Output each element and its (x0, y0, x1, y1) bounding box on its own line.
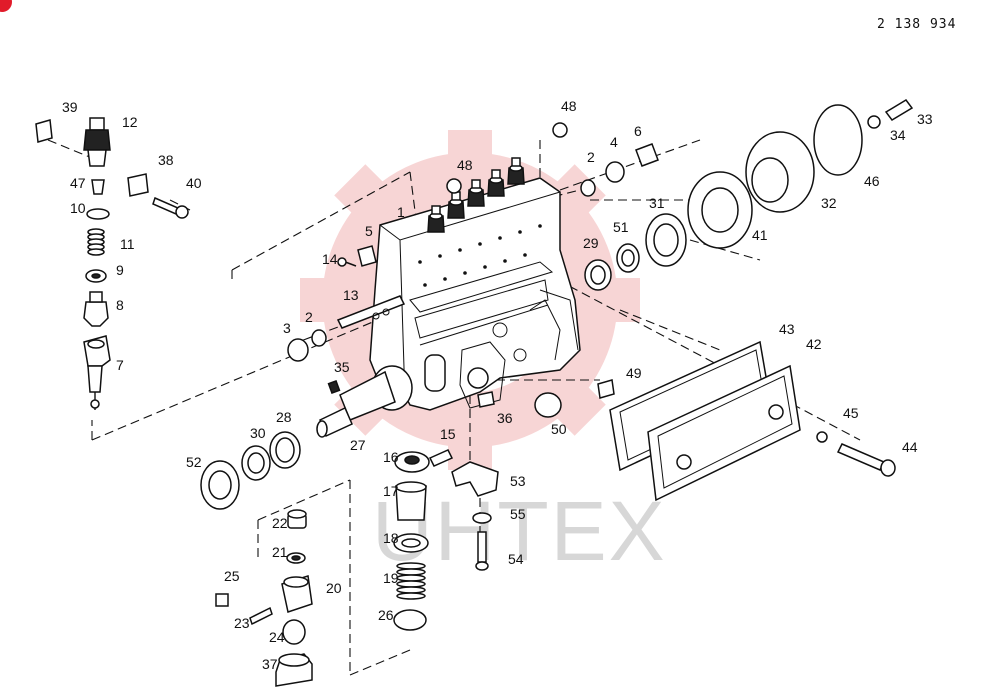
part-label-30: 30 (250, 425, 266, 441)
rear-cover-parts (580, 99, 914, 291)
part-label-50: 50 (551, 421, 567, 437)
part-label-29: 29 (583, 235, 599, 251)
part-label-55: 55 (510, 506, 526, 522)
part-label-19: 19 (383, 570, 399, 586)
part-label-15: 15 (440, 426, 456, 442)
part-label-53: 53 (510, 473, 526, 489)
part-label-41: 41 (752, 227, 768, 243)
part-label-31: 31 (649, 195, 665, 211)
corner-logo-mark (0, 0, 12, 12)
part-label-8: 8 (116, 297, 124, 313)
part-label-23: 23 (234, 615, 250, 631)
part-label-12: 12 (122, 114, 138, 130)
side-cover-parts (477, 340, 896, 502)
part-label-26: 26 (378, 607, 394, 623)
part-label-52: 52 (186, 454, 202, 470)
element-column (35, 117, 568, 410)
part-label-13: 13 (343, 287, 359, 303)
part-label-48: 48 (457, 157, 473, 173)
part-label-49: 49 (626, 365, 642, 381)
part-label-24: 24 (269, 629, 285, 645)
part-label-32: 32 (821, 195, 837, 211)
part-label-3: 3 (283, 320, 291, 336)
part-label-40: 40 (186, 175, 202, 191)
part-label-21: 21 (272, 544, 288, 560)
part-label-25: 25 (224, 568, 240, 584)
part-label-1: 1 (397, 204, 405, 220)
part-label-35: 35 (334, 359, 350, 375)
part-label-20: 20 (326, 580, 342, 596)
part-label-33: 33 (917, 111, 933, 127)
governor-parts (215, 449, 499, 687)
part-label-22: 22 (272, 515, 288, 531)
drive-shaft (316, 365, 413, 438)
document-number: 2 138 934 (877, 17, 956, 32)
part-label-9: 9 (116, 262, 124, 278)
pump-housing (369, 177, 581, 411)
part-label-16: 16 (383, 449, 399, 465)
part-label-39: 39 (62, 99, 78, 115)
part-label-45: 45 (843, 405, 859, 421)
part-label-2: 2 (305, 309, 313, 325)
part-label-34: 34 (890, 127, 906, 143)
part-label-51: 51 (613, 219, 629, 235)
part-label-14: 14 (322, 251, 338, 267)
part-label-37: 37 (262, 656, 278, 672)
part-label-4: 4 (610, 134, 618, 150)
part-label-42: 42 (806, 336, 822, 352)
part-label-7: 7 (116, 357, 124, 373)
part-label-17: 17 (383, 483, 399, 499)
part-label-48: 48 (561, 98, 577, 114)
front-bearing-parts (200, 431, 301, 510)
part-label-54: 54 (508, 551, 524, 567)
part-label-46: 46 (864, 173, 880, 189)
part-label-18: 18 (383, 530, 399, 546)
part-label-38: 38 (158, 152, 174, 168)
part-label-28: 28 (276, 409, 292, 425)
part-label-2: 2 (587, 149, 595, 165)
part-label-6: 6 (634, 123, 642, 139)
part-label-10: 10 (70, 200, 86, 216)
delivery-valve-holders (427, 157, 525, 233)
part-label-11: 11 (120, 236, 135, 252)
part-label-47: 47 (70, 175, 86, 191)
part-label-43: 43 (779, 321, 795, 337)
part-label-44: 44 (902, 439, 918, 455)
part-label-27: 27 (350, 437, 366, 453)
part-label-5: 5 (365, 223, 373, 239)
part-label-36: 36 (497, 410, 513, 426)
